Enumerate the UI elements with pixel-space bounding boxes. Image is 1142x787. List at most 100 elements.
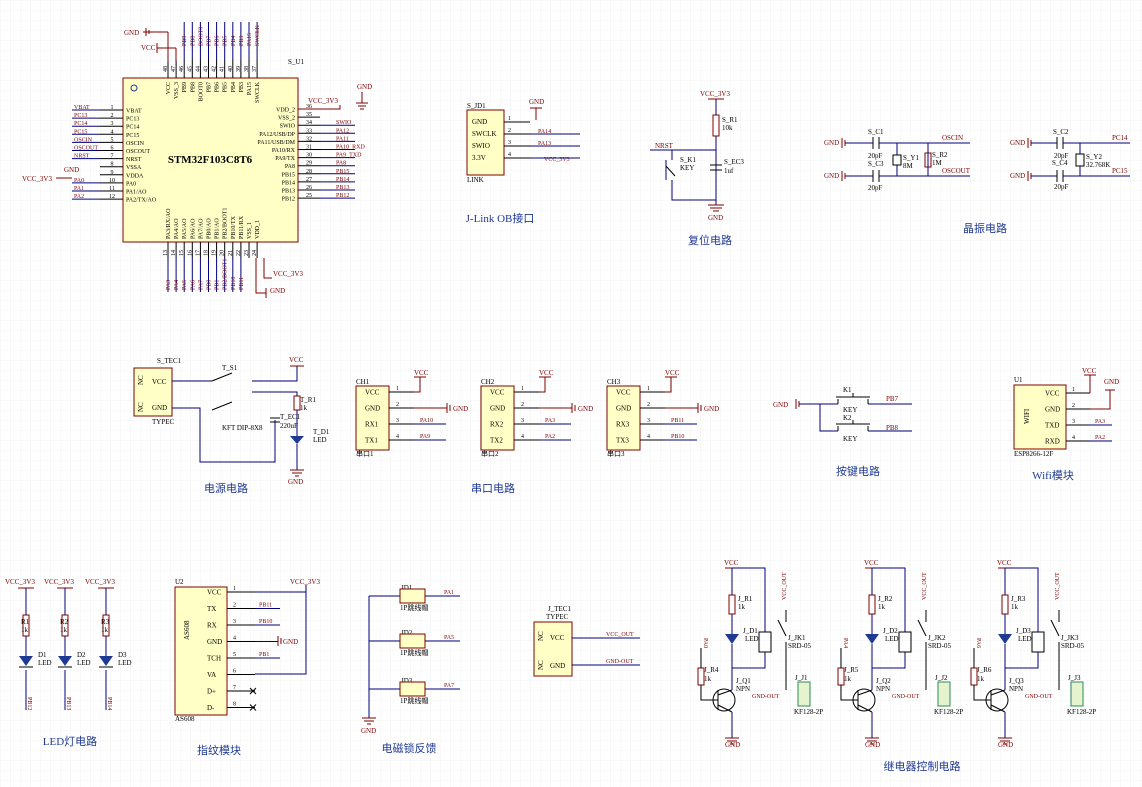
keys-buttons <box>836 393 870 431</box>
uart-pin-number: 3 <box>521 418 524 424</box>
relay-q-label: J_Q3 <box>1009 677 1024 685</box>
uart-gnd-symbol <box>665 403 702 413</box>
reset-key-contact <box>665 165 676 177</box>
power-switch-label: T_S1 <box>222 364 238 372</box>
mcu-pin-name: PB15 <box>282 172 295 178</box>
relay-r1-label: J_R3 <box>1011 595 1026 603</box>
uart-pin-name: RX1 <box>365 421 379 429</box>
relay-net-label: PA4 <box>842 638 848 648</box>
uart-pin-name: GND <box>616 405 631 413</box>
finger-pin-name: VA <box>207 671 216 679</box>
led-d-value: LED <box>118 659 132 667</box>
led-d-label: D1 <box>38 651 47 659</box>
mcu-vcc3v3-bottom-label: VCC_3V3 <box>273 270 303 278</box>
relay-q-value: NPN <box>876 685 890 693</box>
mcu-pin-number: 19 <box>212 250 218 256</box>
mcu-stm32[interactable]: STM32F103C8T6 S_U1 1VBATVBAT2PC13PC133PC… <box>22 22 372 298</box>
mcu-pin-number: 13 <box>163 250 169 256</box>
crystal-circuit[interactable]: GND GND S_C1 20pF S_C3 20pF S_Y1 8M S_R2… <box>824 128 1130 235</box>
mcu-net-label: PB4 <box>231 36 237 46</box>
mcu-pin-number: 1 <box>111 105 114 111</box>
lock-pin-nc1: NC <box>537 631 545 641</box>
wifi-chip: WIFI <box>1023 408 1031 424</box>
mcu-net-label: OSCIN <box>74 137 93 143</box>
relay-vcc-label: VCC <box>864 559 879 567</box>
jumper-designator: JD3 <box>401 677 413 685</box>
mcu-gnd-left-label: GND <box>64 166 79 174</box>
led-diode-icon <box>19 656 33 666</box>
finger-pin-number: 7 <box>233 685 236 691</box>
uart-footer: 串口2 <box>481 450 499 458</box>
uart-pin-name: TX1 <box>365 437 378 445</box>
xtal-c4-label: S_C4 <box>1052 159 1068 167</box>
power-led-value: LED <box>313 436 327 444</box>
uart-pin-number: 1 <box>647 386 650 392</box>
uart-gnd-label: GND <box>704 405 719 413</box>
key2-value: KEY <box>843 435 857 443</box>
led-r-label: R2 <box>60 618 69 626</box>
power-pin-nc1: NC <box>137 375 145 385</box>
uart-pin-name: VCC <box>490 389 505 397</box>
relay-r1-value: 1k <box>1011 603 1019 611</box>
mcu-pin-number: 15 <box>179 250 185 256</box>
relay-r1 <box>868 594 876 615</box>
mcu-net-label: OSCOUT <box>74 146 98 152</box>
mcu-top-pins: 48VCC47VSS_346PB9PB945PB8PB844BOOT0BOOT0… <box>163 22 261 103</box>
mcu-gnd-symbol <box>143 28 168 36</box>
mcu-pin-number: 32 <box>306 136 312 142</box>
power-circuit[interactable]: S_TEC1 VCC GND NC NC TYPEC T_S1 KFT DIP-… <box>133 356 330 495</box>
relay-gnd-symbol <box>865 737 879 745</box>
xtal-c1-value: 20pF <box>868 152 883 160</box>
wifi-net-label: PA3 <box>1095 419 1105 425</box>
mcu-pin-number: 36 <box>306 104 312 110</box>
finger-pin-number: 6 <box>233 669 236 675</box>
relay-transistor <box>840 648 873 713</box>
mcu-pin-number: 28 <box>306 169 312 175</box>
relay-q-value: NPN <box>1009 685 1023 693</box>
relay-terminal-value: KF128-2P <box>794 708 823 716</box>
mcu-net-label: PA9_TXD <box>336 153 362 159</box>
uart-net-label: PB10 <box>671 434 684 440</box>
mcu-pin-name: PB7 <box>207 82 213 92</box>
relay-r1-value: 1k <box>878 603 886 611</box>
mcu-pin-name: PC13 <box>126 117 139 123</box>
wifi-pin-name: TXD <box>1045 422 1059 430</box>
relay-vcc-out-net: VCC_OUT <box>782 572 788 600</box>
mcu-pin-number: 44 <box>195 66 201 72</box>
mcu-net-label: PC13 <box>74 113 87 119</box>
reset-vcc-label: VCC_3V3 <box>700 90 730 98</box>
lock-gnd-symbol <box>362 717 376 725</box>
mcu-pin-name: PB10/TX <box>231 215 237 239</box>
mcu-pin-name: PA0 <box>126 181 136 187</box>
keys-circuit[interactable]: GND K1 KEY K2 KEY PB7 PB8 按键电路 <box>773 386 912 478</box>
reset-key-label: S_K1 <box>680 156 696 164</box>
reset-circuit[interactable]: VCC_3V3 S_R1 10k NRST S_K1 KEY S_EC3 1uf… <box>650 90 744 247</box>
finger-chip: AS608 <box>183 620 191 640</box>
lock-gnd-label: GND <box>361 727 376 735</box>
jumper-value: 1P跳线帽 <box>400 696 428 705</box>
mcu-net-label: PC14 <box>74 121 87 127</box>
relay-k-label: J_JK1 <box>788 634 806 642</box>
power-r1-value: 1k <box>300 404 308 412</box>
xtal-caps <box>872 137 880 182</box>
uart-footer: 串口1 <box>356 450 374 458</box>
finger-pin-name: VCC <box>207 589 222 597</box>
mcu-net-label: PB1 <box>215 280 221 290</box>
